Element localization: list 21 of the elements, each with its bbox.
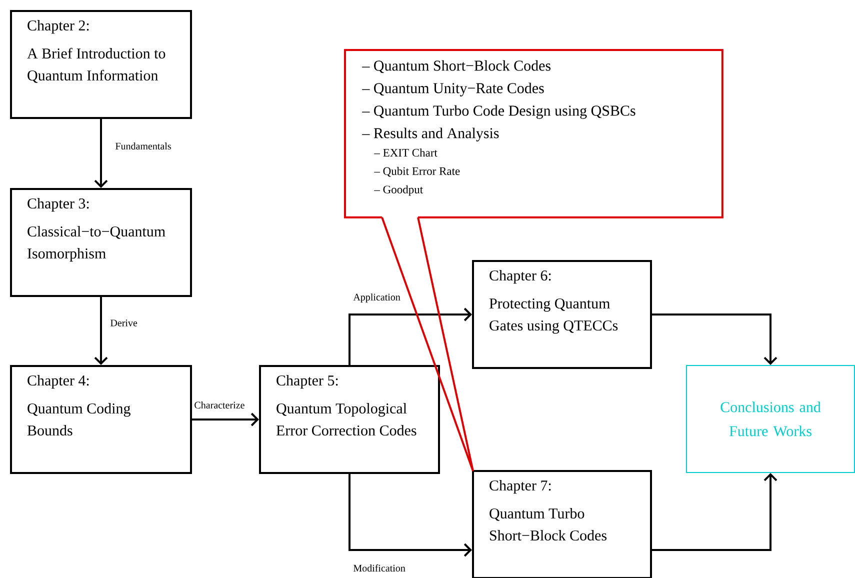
edge-label: Characterize — [194, 401, 244, 408]
edge-label: Fundamentals — [116, 142, 171, 150]
arrow — [348, 308, 472, 365]
chapter-box: Chapter 5: Quantum Topological Error Correction Codes — [259, 365, 440, 474]
arrow — [192, 412, 259, 426]
arrow — [348, 474, 472, 557]
chapter-box: Chapter 4: Quantum Coding Bounds — [10, 365, 192, 474]
arrow — [94, 297, 108, 365]
arrow — [94, 119, 108, 188]
edge-label: Derive — [110, 320, 138, 326]
arrow — [652, 314, 778, 365]
chapter-box: Chapter 2: A Brief Introduction to Quantum Information — [10, 10, 192, 119]
callout-box: – Quantum Short−Block Codes – Quantum Unity−Rate Codes – Quantum Turbo Code Design using QSBCs – Results and Analysis – EXIT Chart – Qubit Error Rate – Goodput — [344, 49, 724, 218]
arrow — [652, 473, 778, 551]
edge-label: Application — [353, 293, 400, 303]
chapter-box: Chapter 6: Protecting Quantum Gates using QTECCs — [472, 260, 652, 369]
conclusion-box: Conclusions and Future Works — [686, 365, 855, 473]
chapter-box: Chapter 3: Classical−to−Quantum Isomorphism — [10, 188, 192, 297]
chapter-box: Chapter 7: Quantum Turbo Short−Block Codes — [472, 470, 652, 578]
edge-label: Modification — [353, 564, 406, 572]
leader-line — [381, 216, 474, 472]
